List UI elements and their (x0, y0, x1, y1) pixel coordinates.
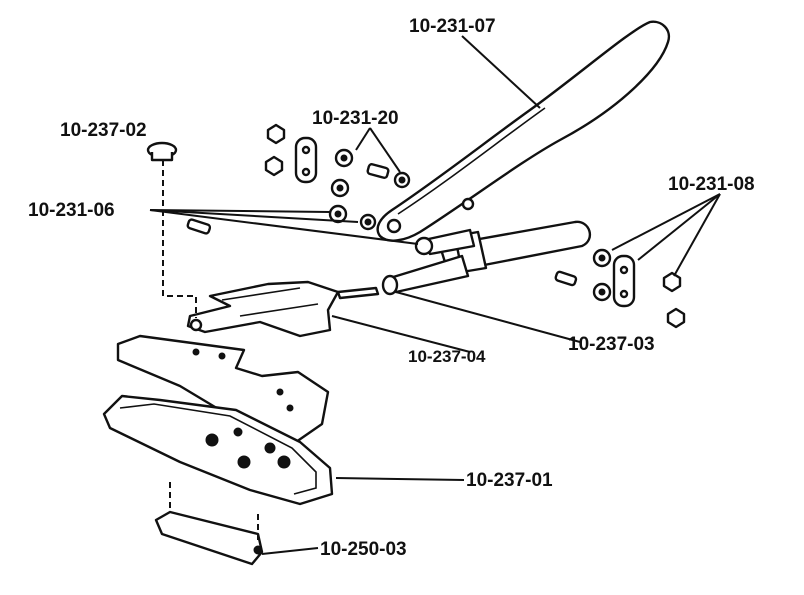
label-foot: 10-250-03 (320, 539, 407, 560)
part-labels: 10-231-07 10-231-20 10-237-02 10-231-06 … (28, 16, 755, 560)
leader-lines (149, 35, 721, 555)
label-link-pins: 10-231-20 (312, 108, 399, 129)
blade-plate-part (116, 334, 330, 444)
label-knob: 10-237-02 (60, 120, 147, 141)
label-shaft: 10-237-03 (568, 334, 655, 355)
foot-part (154, 482, 264, 566)
label-base-plate: 10-237-01 (466, 470, 553, 491)
knob-part (146, 141, 197, 318)
base-plate-part (102, 394, 334, 506)
label-handle: 10-231-07 (409, 16, 496, 37)
handle-part (376, 20, 671, 242)
shaft-part (381, 220, 592, 296)
fasteners (186, 123, 686, 329)
upper-blade-part (186, 280, 380, 338)
label-right-links: 10-231-08 (668, 174, 755, 195)
label-link-plate: 10-231-06 (28, 200, 115, 221)
label-upper-blade: 10-237-04 (408, 347, 486, 366)
